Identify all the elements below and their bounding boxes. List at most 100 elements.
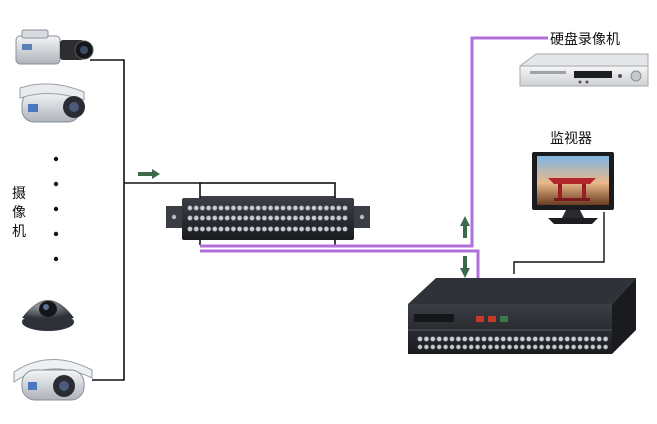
- bnc-port: [596, 344, 602, 350]
- bnc-port: [436, 336, 442, 342]
- bnc-port: [212, 205, 218, 211]
- bnc-port: [323, 226, 330, 232]
- bnc-port: [193, 215, 199, 221]
- bnc-port: [249, 226, 255, 232]
- bnc-port: [551, 344, 557, 350]
- bnc-port: [449, 344, 455, 350]
- bnc-port: [267, 215, 274, 221]
- bnc-port: [538, 336, 545, 342]
- bnc-port: [224, 226, 230, 232]
- bnc-port: [526, 344, 532, 350]
- bnc-port: [311, 205, 317, 211]
- camera-side-label: 摄 像 机: [12, 186, 26, 240]
- bnc-port: [205, 215, 212, 221]
- bnc-port: [218, 205, 224, 211]
- bnc-port: [280, 226, 286, 232]
- bnc-port: [342, 226, 348, 232]
- bnc-port: [329, 205, 336, 211]
- bnc-port: [449, 336, 455, 342]
- bnc-port: [494, 336, 500, 342]
- bnc-port: [305, 215, 311, 221]
- bnc-port: [417, 344, 423, 350]
- bnc-port: [255, 226, 261, 232]
- bnc-port: [532, 344, 538, 350]
- bnc-port: [230, 205, 237, 211]
- bnc-port: [261, 215, 268, 221]
- bnc-port: [462, 336, 468, 342]
- bnc-port: [261, 205, 268, 211]
- bnc-port: [513, 336, 519, 342]
- bnc-port: [342, 205, 348, 211]
- bnc-port: [329, 226, 336, 232]
- signal-arrow-down: [460, 256, 470, 278]
- bnc-port: [212, 215, 218, 221]
- bnc-port: [423, 344, 429, 350]
- bnc-port: [236, 215, 243, 221]
- bnc-port: [218, 215, 224, 221]
- bnc-port: [570, 336, 577, 342]
- dvr-label: 硬盘录像机: [550, 31, 620, 48]
- signal-arrow-right: [138, 169, 160, 179]
- bnc-port: [323, 215, 330, 221]
- bnc-port: [236, 205, 243, 211]
- bnc-port: [267, 226, 274, 232]
- bnc-port: [199, 215, 206, 221]
- bnc-port: [487, 344, 493, 350]
- bnc-port: [336, 205, 342, 211]
- bnc-port: [513, 344, 519, 350]
- bnc-port: [519, 336, 526, 342]
- bnc-port: [280, 215, 286, 221]
- bnc-port: [583, 336, 590, 342]
- bnc-port: [481, 344, 487, 350]
- bnc-port: [526, 336, 532, 342]
- bnc-port: [564, 336, 570, 342]
- bnc-port: [305, 205, 311, 211]
- box-camera: [15, 29, 94, 65]
- bnc-port: [590, 344, 596, 350]
- bnc-port: [292, 226, 299, 232]
- bnc-port: [292, 205, 299, 211]
- bnc-port: [455, 344, 461, 350]
- bnc-port: [342, 215, 348, 221]
- bnc-port: [261, 226, 268, 232]
- signal-arrow-up: [460, 216, 470, 238]
- bnc-port: [475, 344, 481, 350]
- bnc-port: [329, 215, 336, 221]
- bnc-port: [292, 215, 299, 221]
- bnc-port: [255, 215, 261, 221]
- bnc-port: [443, 344, 449, 350]
- bnc-port: [468, 336, 474, 342]
- video-distribution-panel: [166, 198, 370, 240]
- dome-camera: [22, 300, 74, 331]
- bnc-port: [336, 226, 342, 232]
- bnc-port: [462, 344, 468, 350]
- bnc-port: [249, 205, 255, 211]
- purple-signal-cables: [200, 36, 548, 298]
- bnc-port: [187, 215, 193, 221]
- bnc-port: [199, 205, 206, 211]
- bnc-port: [323, 205, 330, 211]
- bnc-port: [298, 205, 305, 211]
- bnc-port: [507, 344, 513, 350]
- bnc-port: [539, 344, 545, 350]
- bnc-port: [558, 336, 564, 342]
- bnc-port: [564, 344, 570, 350]
- bnc-port: [474, 336, 481, 342]
- bnc-port: [274, 215, 280, 221]
- bnc-port: [571, 344, 577, 350]
- bnc-port: [317, 205, 323, 211]
- bnc-port: [212, 226, 218, 232]
- bnc-port: [577, 344, 583, 350]
- bnc-port: [506, 336, 513, 342]
- bnc-port: [218, 226, 224, 232]
- bnc-port: [193, 226, 199, 232]
- bnc-port: [311, 226, 317, 232]
- bnc-port: [255, 205, 261, 211]
- bnc-port: [603, 344, 609, 350]
- bnc-port: [487, 336, 494, 342]
- bnc-port: [249, 215, 255, 221]
- bnc-port: [243, 226, 249, 232]
- bnc-port: [274, 205, 280, 211]
- bnc-port: [590, 336, 596, 342]
